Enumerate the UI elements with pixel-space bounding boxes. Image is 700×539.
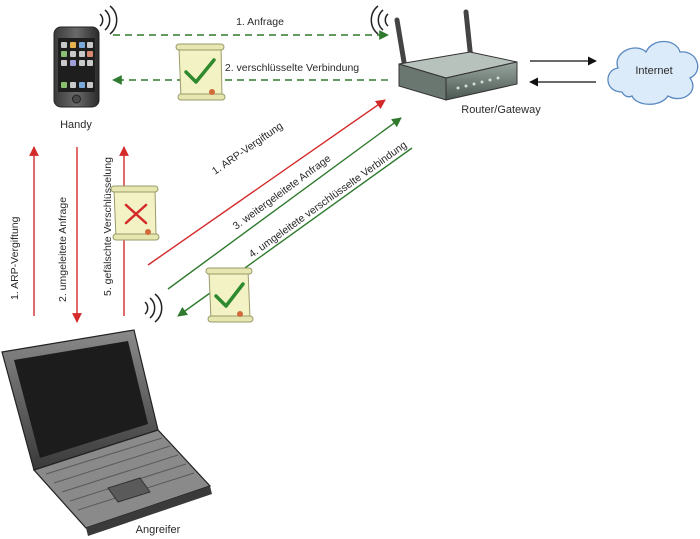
label-arp-vergiftung-router: 1. ARP-Vergiftung: [210, 120, 286, 178]
label-arp-vergiftung-handy: 1. ARP-Vergiftung: [9, 216, 21, 300]
wifi-signal-icon: [370, 5, 389, 35]
node-angreifer: Angreifer: [136, 524, 181, 536]
label-verschluesselte-verbindung: 2. verschlüsselte Verbindung: [225, 62, 359, 74]
label-umgeleitete-anfrage: 2. umgeleitete Anfrage: [57, 197, 69, 302]
wifi-signal-icon: [99, 5, 118, 35]
cloud-icon: [607, 40, 699, 105]
node-router: Router/Gateway: [461, 104, 541, 116]
label-weitergeleitete-anfrage: 3. weitergeleitete Anfrage: [231, 153, 334, 233]
wireless-router-icon: [394, 9, 518, 101]
arrow-weitergeleitete-anfrage: [167, 117, 402, 290]
node-internet: Internet: [635, 65, 672, 77]
forged-certificate-icon: [110, 185, 160, 241]
label-anfrage: 1. Anfrage: [236, 16, 284, 28]
arrow-arp-vergiftung-router: [147, 99, 386, 266]
valid-certificate-icon: [205, 267, 254, 323]
laptop-icon: [1, 329, 212, 536]
node-handy: Handy: [60, 119, 92, 131]
wifi-signal-icon: [144, 293, 163, 323]
label-gefaelschte-verschluesselung: 5. gefälschte Verschlüsselung: [102, 157, 114, 296]
valid-certificate-icon: [175, 43, 226, 101]
smartphone-icon: [53, 26, 100, 108]
